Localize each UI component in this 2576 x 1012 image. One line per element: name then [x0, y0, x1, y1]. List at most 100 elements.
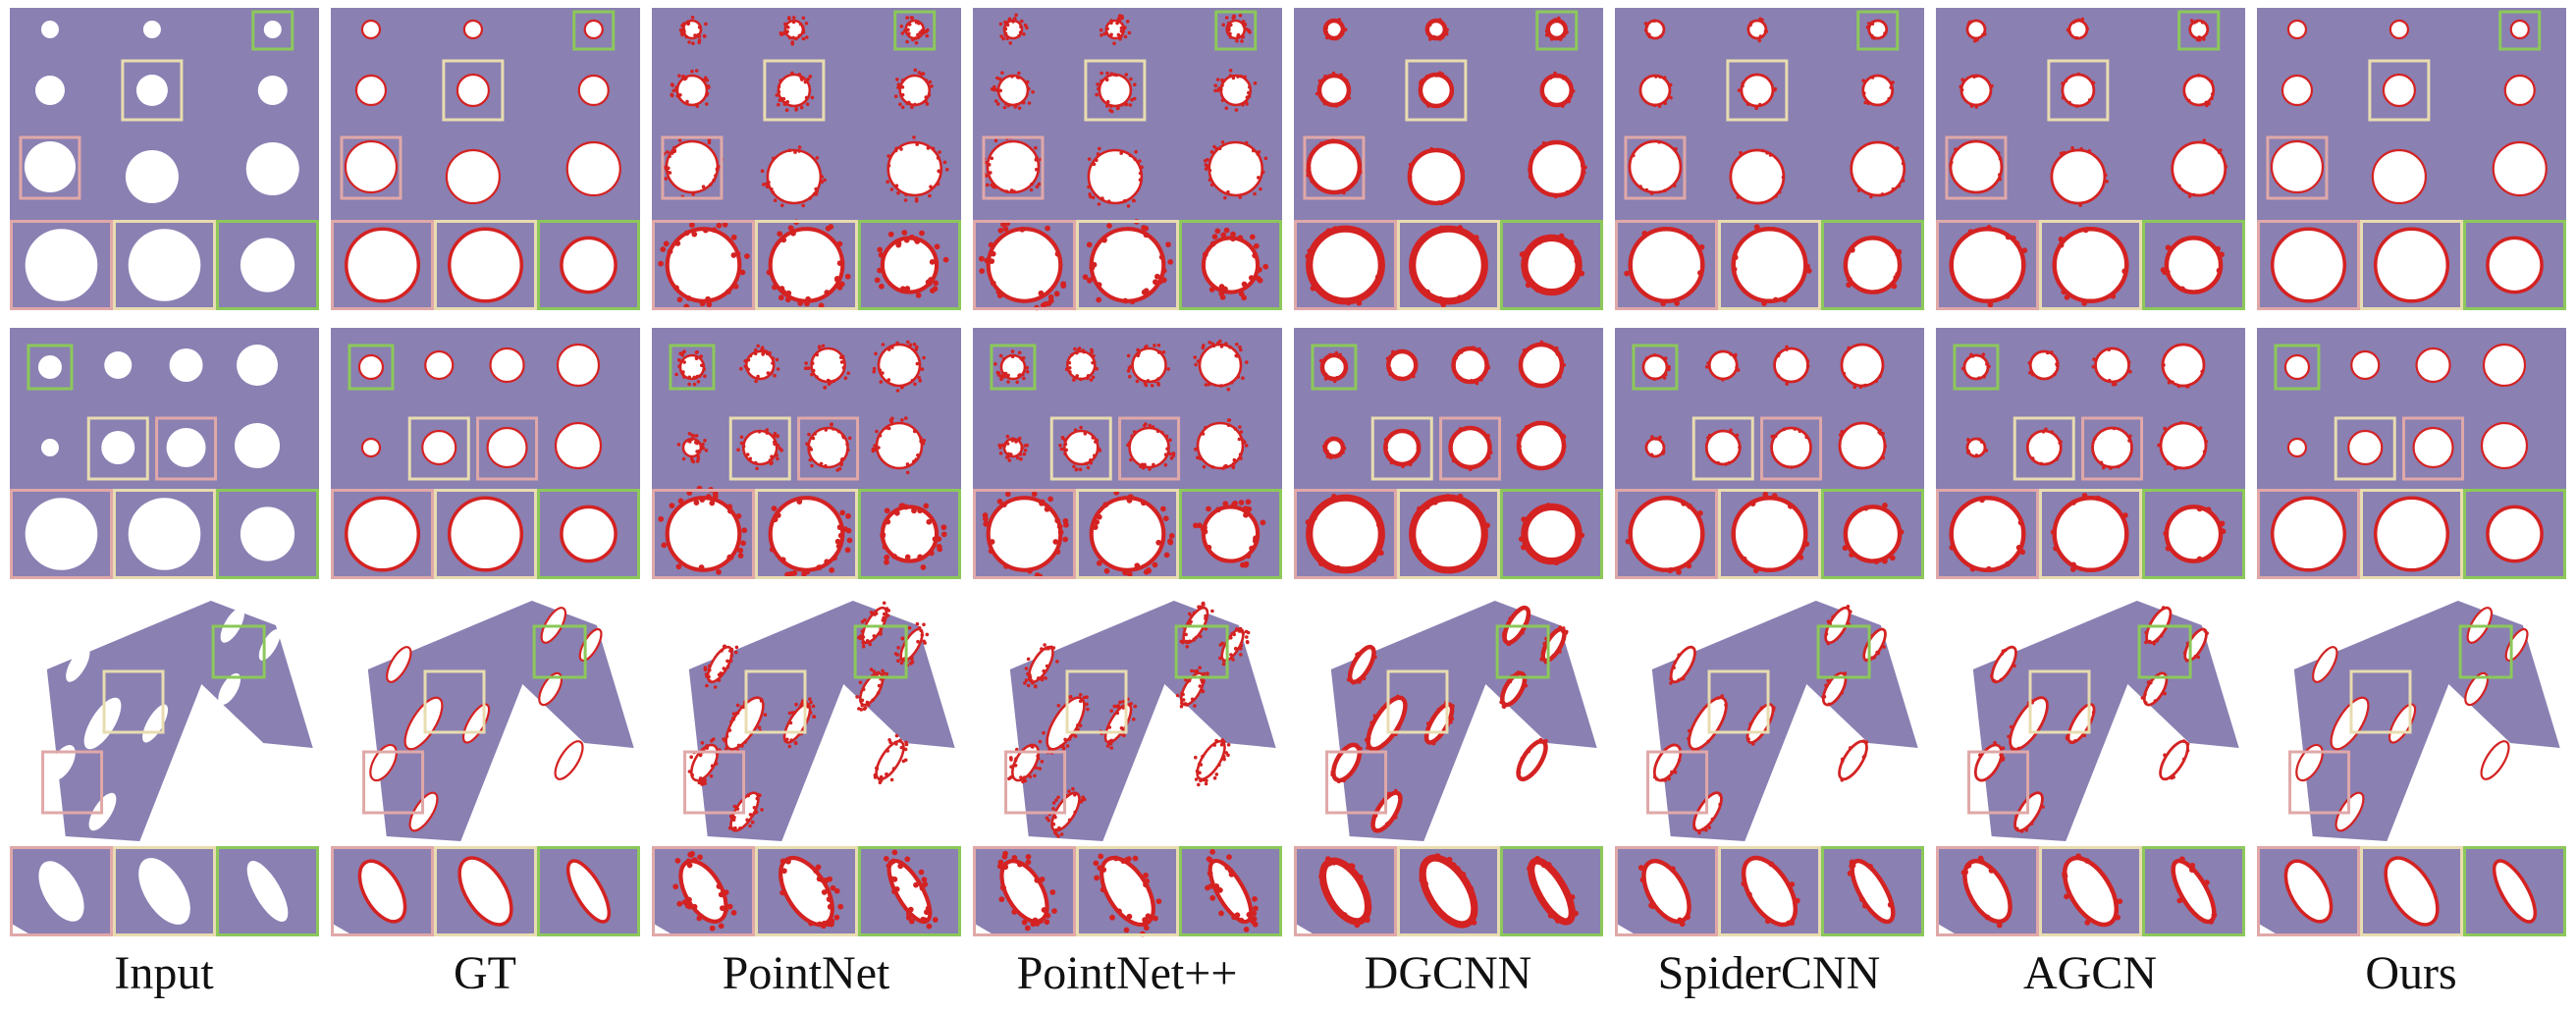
noise-point	[875, 767, 880, 771]
hole	[1524, 238, 1580, 293]
hole-boundary	[462, 19, 483, 40]
noise-point	[1562, 33, 1566, 38]
noise-point	[1561, 629, 1565, 633]
noise-point	[1014, 440, 1018, 444]
noise-point	[1359, 918, 1365, 925]
noise-point	[1168, 533, 1175, 539]
noise-point	[1553, 559, 1560, 566]
noise-point	[1439, 201, 1444, 206]
noise-point	[713, 685, 718, 689]
noise-point	[933, 280, 939, 287]
noise-point	[1521, 516, 1528, 522]
hole-boundary	[2415, 346, 2451, 384]
hole	[218, 672, 242, 706]
noise-point	[729, 654, 734, 658]
noise-point	[1025, 854, 1032, 860]
noise-point	[1086, 241, 1093, 248]
noise-point	[1220, 98, 1225, 102]
noise-point	[2198, 426, 2203, 430]
noise-point	[1200, 677, 1204, 682]
noise-point	[1442, 27, 1447, 31]
noise-point	[1805, 364, 1810, 368]
noise-point	[1679, 921, 1686, 928]
noise-point	[1156, 377, 1160, 381]
noise-point	[1977, 376, 1981, 381]
noise-point	[1123, 26, 1127, 29]
noise-point	[2224, 164, 2228, 169]
noise-point	[1568, 82, 1573, 87]
noise-point	[1431, 741, 1436, 746]
noise-point	[1121, 700, 1125, 704]
noise-point	[1034, 877, 1041, 883]
noise-point	[726, 903, 733, 910]
noise-point	[1001, 356, 1006, 361]
hole-boundary	[486, 426, 528, 469]
noise-point	[1213, 88, 1217, 93]
noise-point	[2185, 385, 2189, 389]
zoom-frame	[1500, 846, 1603, 936]
noise-point	[1999, 753, 2003, 757]
box-small	[1856, 10, 1900, 51]
hole-boundary	[408, 791, 439, 832]
noise-point	[1461, 169, 1466, 174]
noise-point	[2204, 100, 2209, 105]
noise-point	[678, 93, 682, 97]
noise-point	[1211, 234, 1218, 240]
noise-point	[1239, 647, 1243, 651]
noise-point	[1424, 74, 1429, 79]
noise-point	[936, 156, 940, 160]
noise-point	[1667, 367, 1671, 372]
noise-point	[699, 354, 704, 358]
noise-point	[924, 95, 929, 99]
noise-point	[1545, 465, 1550, 469]
hole-boundary	[1306, 494, 1385, 574]
noise-point	[1006, 19, 1011, 24]
box-small	[2274, 344, 2321, 391]
noise-point	[1006, 103, 1010, 108]
noise-point	[1020, 19, 1024, 24]
noise-point	[702, 779, 706, 784]
noise-point	[1741, 80, 1745, 85]
noise-point	[801, 16, 806, 21]
noise-point	[698, 564, 705, 570]
noise-point	[826, 378, 831, 383]
noise-point	[1220, 78, 1224, 82]
noise-point	[1154, 273, 1160, 280]
noise-point	[2159, 634, 2164, 638]
noise-point	[896, 659, 900, 663]
noise-point	[840, 354, 845, 359]
noise-point	[752, 806, 757, 810]
noise-point	[2105, 180, 2109, 184]
hole	[1322, 861, 1368, 922]
noise-point	[1424, 733, 1428, 737]
noise-point	[2189, 867, 2195, 874]
noise-point	[894, 146, 898, 151]
noise-point	[1025, 80, 1030, 84]
noise-point	[1253, 191, 1257, 196]
noise-point	[718, 923, 724, 930]
noise-point	[905, 462, 910, 466]
noise-point	[1706, 739, 1710, 744]
noise-point	[2064, 893, 2069, 900]
zoom-frame	[1294, 846, 1397, 936]
noise-point	[887, 231, 894, 238]
hole	[561, 506, 617, 561]
noise-point	[668, 154, 671, 159]
noise-point	[993, 362, 997, 366]
noise-point	[746, 357, 751, 362]
noise-point	[919, 439, 923, 444]
noise-point	[780, 203, 784, 208]
noise-point	[685, 99, 689, 104]
noise-point	[1374, 716, 1379, 720]
noise-point	[995, 76, 999, 80]
noise-point	[1192, 638, 1197, 642]
hole-boundary	[1306, 225, 1385, 305]
box-large	[1439, 416, 1502, 481]
noise-point	[705, 295, 711, 302]
noise-point	[709, 183, 713, 186]
noise-point	[930, 84, 934, 88]
hole	[446, 150, 500, 203]
noise-point	[1190, 613, 1194, 618]
noise-point	[899, 286, 906, 293]
noise-point	[1214, 146, 1218, 151]
